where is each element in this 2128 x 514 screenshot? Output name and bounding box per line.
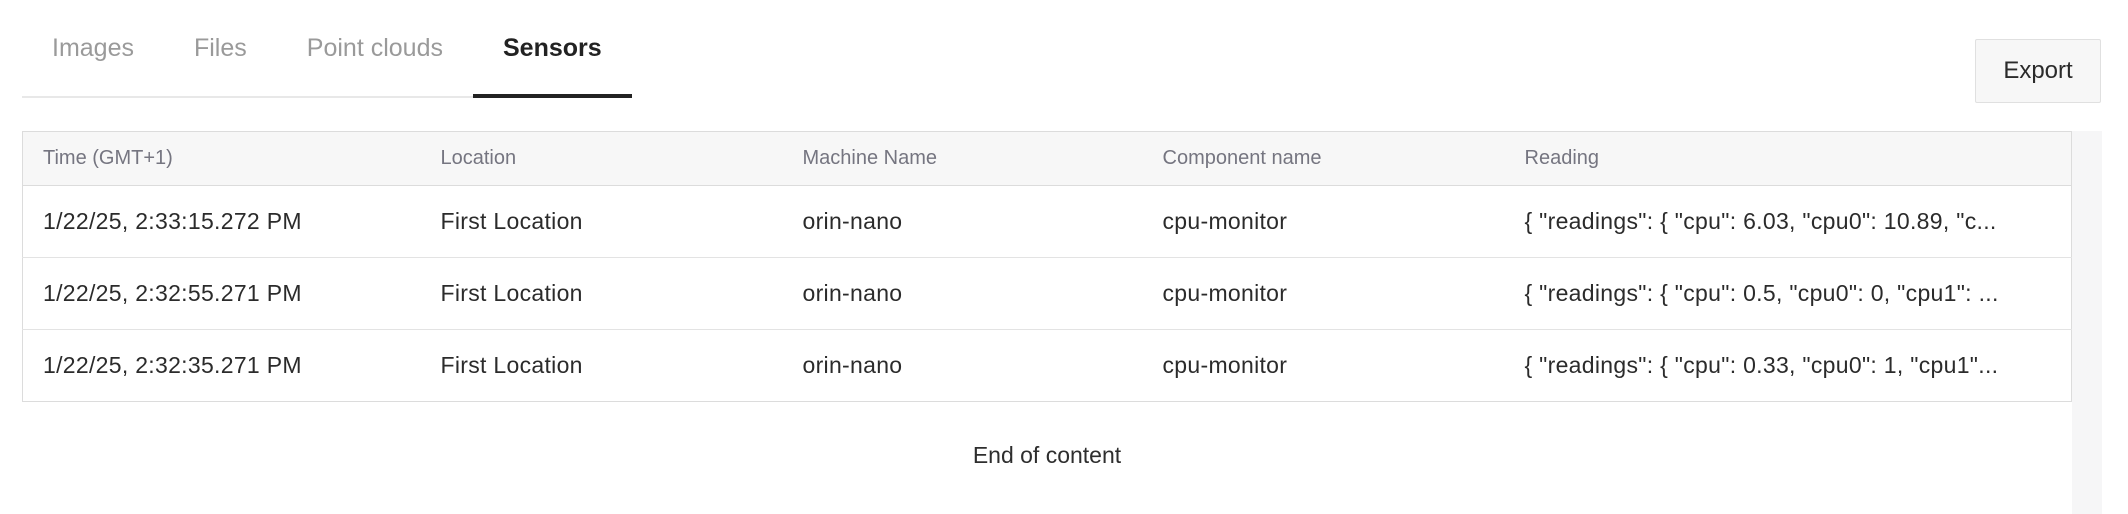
- table-row: 1/22/25, 2:33:15.272 PM First Location o…: [22, 185, 2072, 258]
- table-row: 1/22/25, 2:32:35.271 PM First Location o…: [23, 330, 2072, 402]
- content-tabbar: Images Files Point clouds Sensors: [22, 0, 632, 98]
- cell-component-name: cpu-monitor: [1162, 352, 1288, 378]
- cell-time: 1/22/25, 2:32:55.271 PM: [22, 257, 421, 330]
- cell-time: 1/22/25, 2:33:15.272 PM: [22, 185, 421, 258]
- sensor-readings-table: Time (GMT+1) Location Machine Name Compo…: [22, 131, 2072, 402]
- cell-machine-name: orin-nano: [802, 352, 903, 378]
- tab-point-clouds[interactable]: Point clouds: [306, 33, 443, 62]
- end-of-content-label: End of content: [972, 442, 1122, 468]
- cell-location: First Location: [420, 257, 783, 330]
- column-header-time: Time (GMT+1): [22, 131, 421, 186]
- cell-time: 1/22/25, 2:32:35.271 PM: [43, 352, 302, 378]
- cell-reading: { "readings": { "cpu": 6.03, "cpu0": 10.…: [1504, 185, 2072, 258]
- cell-location: First Location: [420, 185, 783, 258]
- sensor-table-wrap: Time (GMT+1) Location Machine Name Compo…: [22, 131, 2072, 514]
- export-button[interactable]: Export: [1975, 39, 2101, 103]
- cell-reading: { "readings": { "cpu": 0.5, "cpu0": 0, "…: [1504, 257, 2072, 330]
- column-header-component-name: Component name: [1142, 131, 1505, 186]
- cell-machine-name: orin-nano: [782, 185, 1143, 258]
- cell-reading: { "readings": { "cpu": 0.33, "cpu0": 1, …: [1524, 352, 1999, 378]
- table-row: 1/22/25, 2:32:55.271 PM First Location o…: [22, 257, 2072, 330]
- tab-files[interactable]: Files: [193, 33, 247, 62]
- sensor-table-scroll-region: Time (GMT+1) Location Machine Name Compo…: [22, 131, 2102, 514]
- vertical-scrollbar[interactable]: [2072, 131, 2102, 514]
- column-header-location: Location: [420, 131, 783, 186]
- tab-sensors[interactable]: Sensors: [472, 0, 632, 98]
- cell-machine-name: orin-nano: [782, 257, 1143, 330]
- cell-location: First Location: [440, 352, 583, 378]
- cell-component-name: cpu-monitor: [1142, 185, 1505, 258]
- cell-component-name: cpu-monitor: [1142, 257, 1505, 330]
- column-header-machine-name: Machine Name: [782, 131, 1143, 186]
- table-header-row: Time (GMT+1) Location Machine Name Compo…: [22, 131, 2072, 186]
- tab-images[interactable]: Images: [52, 33, 134, 62]
- column-header-reading: Reading: [1504, 131, 2072, 186]
